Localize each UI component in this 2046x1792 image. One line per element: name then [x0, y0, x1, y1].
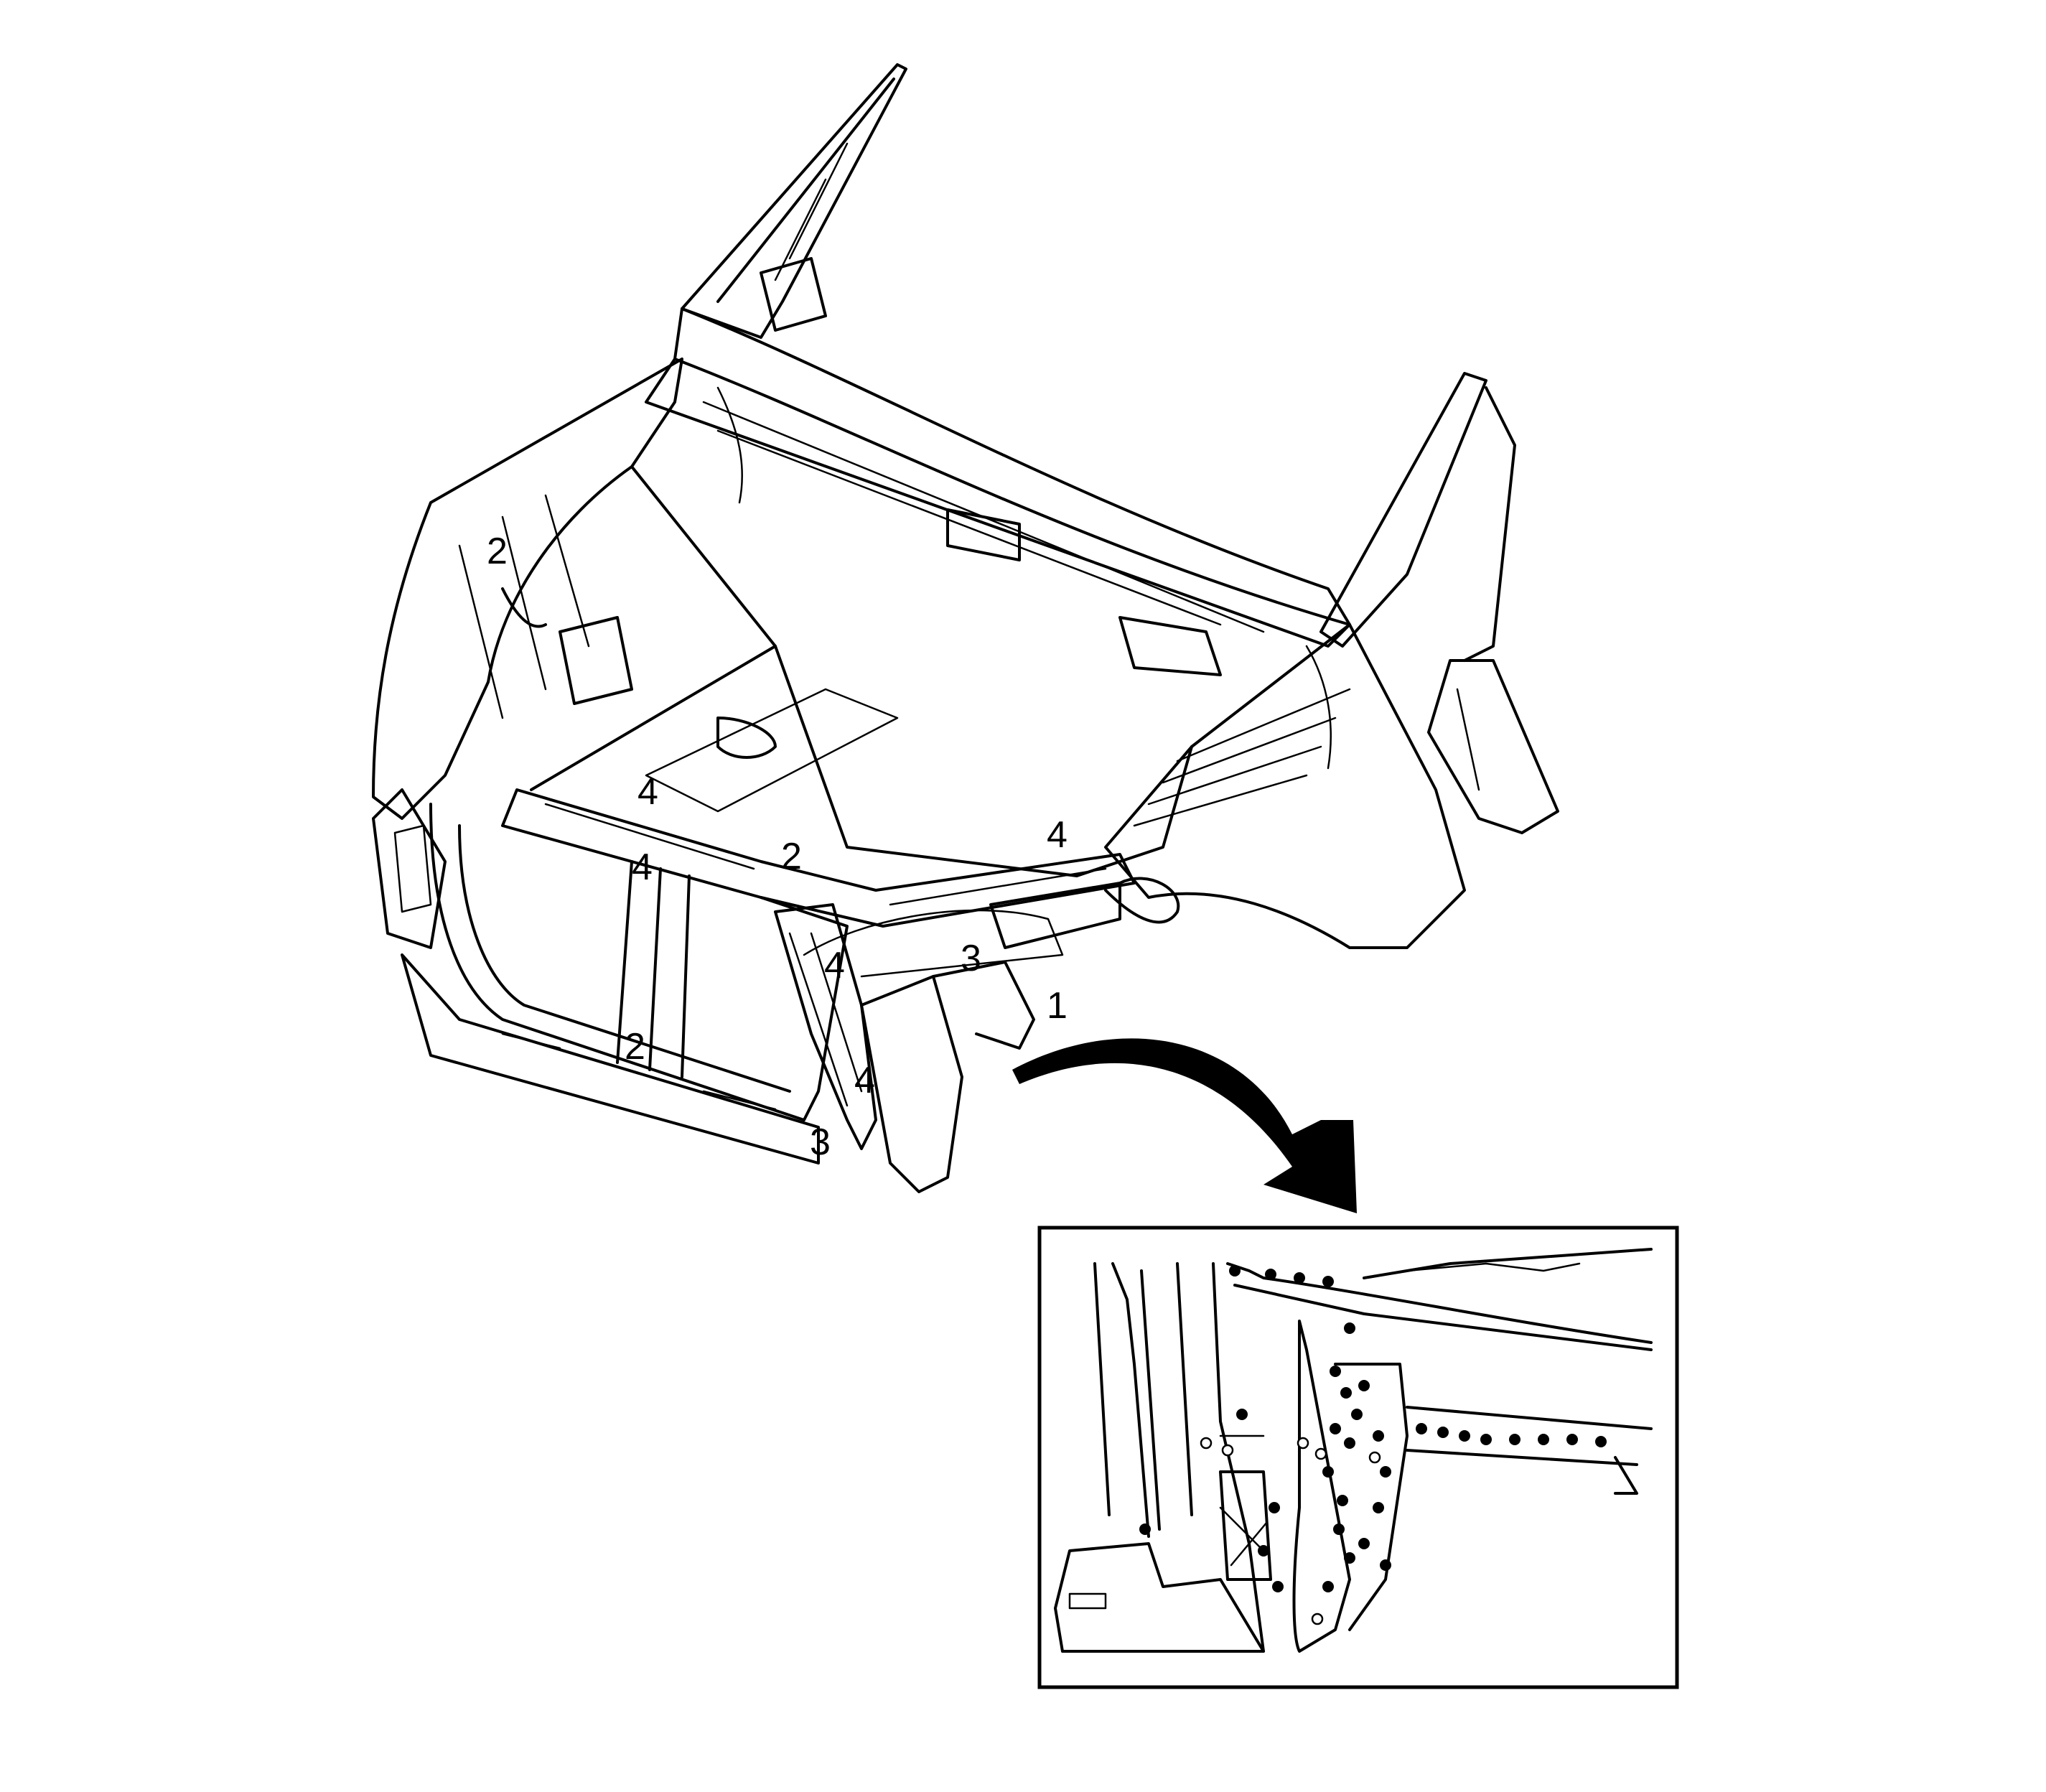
holes: [1200, 1437, 1381, 1625]
callout-support-4: 4: [854, 1060, 875, 1101]
callout-center-4: 4: [632, 846, 653, 888]
callout-left-upper-2: 2: [487, 531, 508, 572]
inset-detail: [1037, 1226, 1679, 1689]
callout-center-3: 3: [961, 938, 981, 979]
callout-top-center-2: 2: [781, 836, 802, 877]
front-end-assembly: [372, 63, 1559, 1193]
inset-frame: [1037, 1226, 1679, 1689]
callout-bottom-3: 3: [810, 1121, 831, 1163]
callout-right-4: 4: [1047, 814, 1068, 856]
callout-left-4: 4: [637, 771, 658, 813]
spot-welds: [1139, 1265, 1607, 1592]
callout-bottom-2: 2: [625, 1026, 645, 1068]
callout-labels: 2 4 4 2 4 4 3 1 2 4 3: [487, 531, 1068, 1163]
curved-arrow: [1012, 1038, 1357, 1213]
callout-lower-center-4: 4: [824, 945, 845, 986]
callout-right-1: 1: [1047, 985, 1068, 1027]
